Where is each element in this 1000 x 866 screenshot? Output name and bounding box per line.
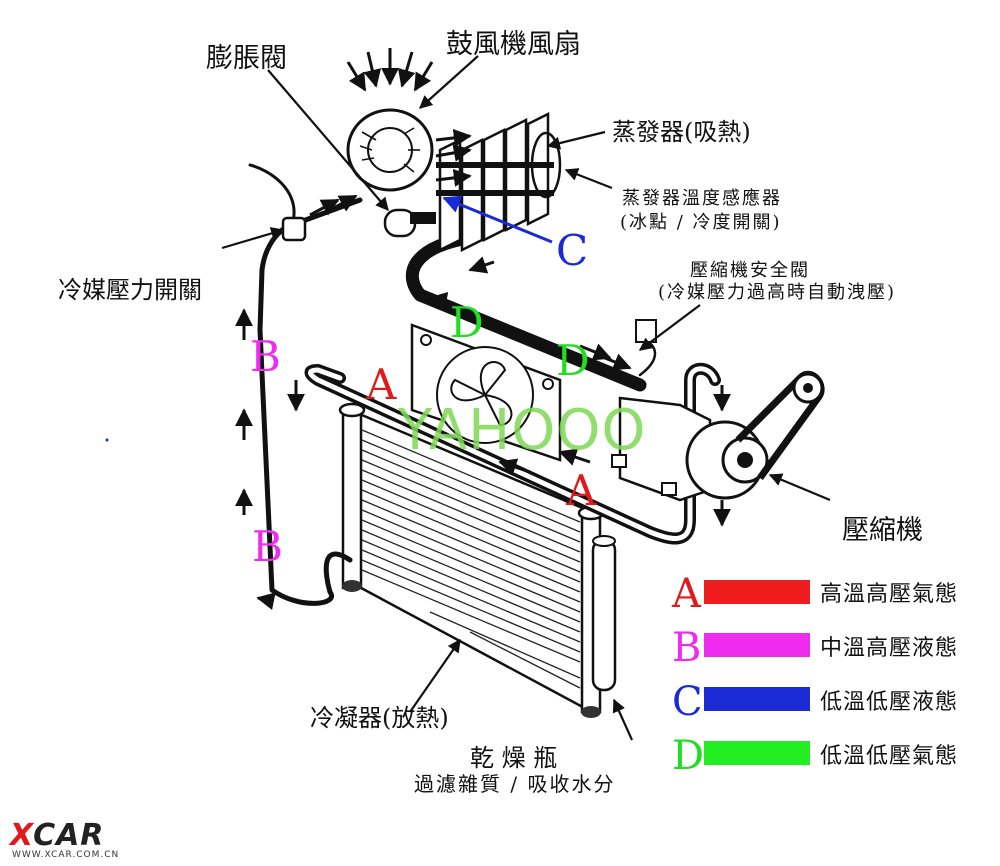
label-evaporator-sensor: 蒸發器溫度感應器 [622,188,782,209]
label-dryer-bottle-note: 過濾雜質 / 吸收水分 [414,772,616,796]
legend-label: 低溫低壓氣態 [820,744,959,769]
marker-b-upper: B [250,332,281,381]
label-compressor: 壓縮機 [842,515,923,546]
legend-color-swatch [704,580,810,604]
label-compressor-safety-valve-note: (冷媒壓力過高時自動洩壓) [658,282,897,303]
legend-label: 低溫低壓液態 [820,690,959,715]
label-condenser: 冷凝器(放熱) [310,704,449,732]
label-blower-fan: 鼓風機風扇 [446,29,581,60]
xcar-logo: XCAR [10,818,105,853]
xcar-logo-url: WWW.XCAR.COM.CN [12,850,120,860]
marker-c-evaporator-inlet: C [556,226,589,275]
label-dryer-bottle: 乾 燥 瓶 [470,744,558,772]
watermark: YAHOOO [398,398,647,463]
expansion-valve-body [383,208,436,238]
legend-label: 高溫高壓氣態 [820,582,959,607]
blower-fan [346,108,434,192]
marker-d-suction-upper: D [450,298,484,347]
legend-letter: C [672,679,703,725]
legend-letter: A [672,571,701,617]
legend-color-swatch [704,687,810,711]
label-expansion-valve: 膨脹閥 [206,43,287,74]
marker-a-discharge-line: A [566,466,597,515]
dryer-bottle [591,535,617,692]
marker-d-suction-lower: D [556,336,590,385]
label-evaporator-sensor-note: (冰點 / 冷度開關) [620,212,782,233]
compressor [611,319,825,502]
evaporator [436,111,562,253]
marker-b-lower: B [252,522,283,571]
legend-color-swatch [704,741,810,765]
label-pressure-switch: 冷媒壓力開關 [58,276,202,304]
label-evaporator: 蒸發器(吸熱) [612,118,751,146]
legend-letter: D [672,733,705,779]
pressure-switch [281,216,307,242]
condenser-fan [410,323,562,462]
legend-label: 中溫高壓液態 [820,636,959,661]
legend-color-swatch [704,633,810,657]
label-compressor-safety-valve: 壓縮機安全閥 [690,260,810,281]
marker-a-condenser-inlet: A [366,360,397,409]
legend-letter: B [672,625,702,671]
